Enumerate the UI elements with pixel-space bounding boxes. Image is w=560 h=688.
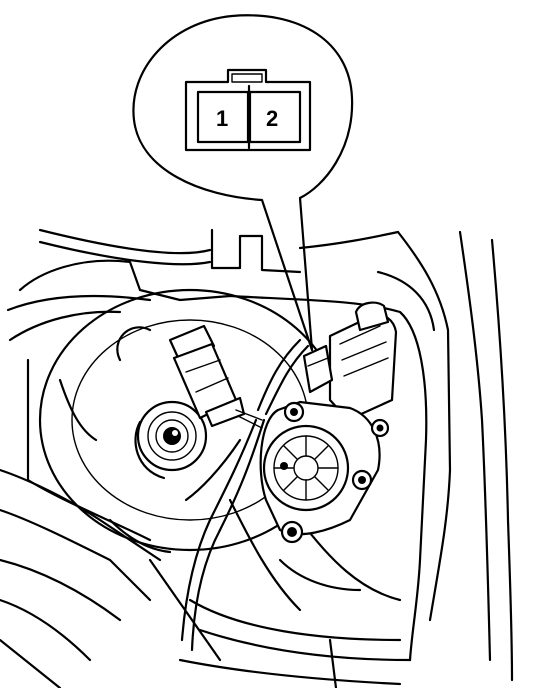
connector-callout: 1 2	[132, 14, 354, 352]
door-bottom	[148, 558, 362, 688]
gear-ribs	[273, 435, 339, 501]
grommet	[134, 400, 208, 480]
callout-bubble	[132, 14, 354, 352]
pin-2-label: 2	[266, 106, 278, 131]
door-panel	[0, 228, 514, 688]
wiring-connector	[168, 324, 263, 429]
wiring-harness	[180, 338, 310, 652]
pin-1-label: 1	[216, 106, 228, 131]
window-motor	[259, 301, 398, 544]
two-pin-connector: 1 2	[184, 68, 312, 152]
